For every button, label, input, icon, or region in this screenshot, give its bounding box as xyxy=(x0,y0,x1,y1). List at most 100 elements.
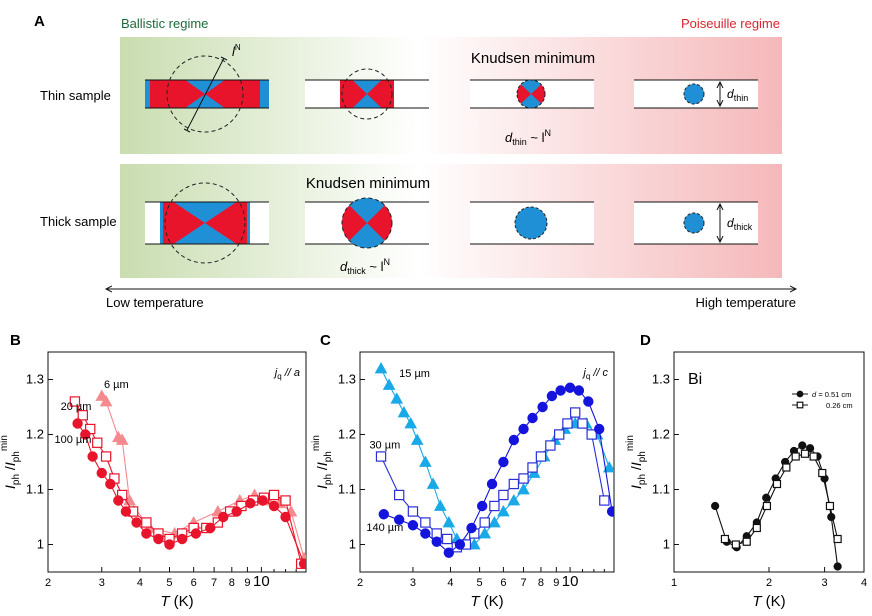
data-point xyxy=(420,517,431,528)
current-direction-annotation: jq // a xyxy=(273,367,300,381)
data-point xyxy=(752,523,761,533)
data-point xyxy=(594,423,605,435)
y-tick-label: 1 xyxy=(349,537,356,552)
data-point xyxy=(100,451,112,462)
data-point xyxy=(577,418,588,429)
data-point xyxy=(818,468,827,478)
data-point xyxy=(498,489,509,501)
data-point xyxy=(441,533,453,545)
plot-area xyxy=(374,361,614,558)
y-tick-label: 1.1 xyxy=(26,482,44,497)
y-tick-label: 1.3 xyxy=(26,372,44,387)
data-point xyxy=(407,506,419,517)
data-point xyxy=(545,440,556,451)
data-point xyxy=(433,499,447,511)
data-point xyxy=(573,385,585,396)
data-point xyxy=(711,501,720,511)
data-point xyxy=(141,528,152,539)
data-point xyxy=(518,473,529,484)
thick-mfp-circle-4: dthick xyxy=(683,204,753,242)
y-axis-label: Iph /Iphmin xyxy=(0,435,22,489)
data-point xyxy=(80,429,91,440)
x-axis-label: T (K) xyxy=(160,593,193,610)
data-point xyxy=(762,501,772,511)
series-6-m xyxy=(95,389,306,564)
x-tick-label: 8 xyxy=(229,577,235,589)
data-point xyxy=(96,467,107,479)
data-point xyxy=(486,478,498,490)
x-tick-label: 3 xyxy=(99,577,105,589)
data-point xyxy=(602,460,614,473)
data-point xyxy=(467,537,481,550)
x-tick-label: 2 xyxy=(766,577,772,589)
data-point xyxy=(809,452,818,461)
data-point xyxy=(77,410,88,421)
data-point xyxy=(508,434,520,446)
thick-mfp-circle-2 xyxy=(341,197,393,249)
panel-letter-a: A xyxy=(34,13,45,30)
legend-marker xyxy=(796,390,804,398)
series-line xyxy=(101,395,305,559)
data-point xyxy=(257,495,268,506)
data-point xyxy=(410,433,424,445)
data-point xyxy=(583,396,594,407)
ballistic-regime-label: Ballistic regime xyxy=(121,16,208,31)
data-point xyxy=(833,562,842,571)
data-point xyxy=(231,506,242,517)
data-point xyxy=(497,504,510,517)
series-0-26-cm xyxy=(720,449,842,549)
data-point xyxy=(407,520,419,531)
data-point xyxy=(105,478,116,490)
data-point xyxy=(390,392,404,404)
x-tick-label: 5 xyxy=(166,577,172,589)
thick-mfp-circle-3 xyxy=(514,206,548,240)
x-tick-label: 6 xyxy=(500,577,506,589)
data-point xyxy=(393,489,405,501)
data-point xyxy=(382,378,396,390)
poiseuille-regime-label: Poiseuille regime xyxy=(681,16,780,31)
y-tick-label: 1.2 xyxy=(338,427,356,442)
series-100-m xyxy=(72,418,306,569)
x-tick-label: 9 xyxy=(244,577,250,589)
x-axis-label: T (K) xyxy=(470,593,503,610)
series-0-51-cm xyxy=(711,441,842,571)
data-point xyxy=(798,441,807,450)
data-point xyxy=(827,512,836,522)
y-tick-label: 1.2 xyxy=(26,427,44,442)
series-label: 100 µm xyxy=(54,434,91,446)
series-label: 15 µm xyxy=(399,368,430,380)
data-point xyxy=(537,401,548,413)
data-point xyxy=(518,423,529,435)
series-label: 20 µm xyxy=(61,401,92,413)
x-tick-label: 4 xyxy=(447,577,453,589)
data-point xyxy=(488,515,501,528)
x-tick-label: 2 xyxy=(45,577,51,589)
thin-mfp-circle-4: dthin xyxy=(683,82,748,106)
data-point xyxy=(404,416,418,429)
thin-mfp-circle-1: lN xyxy=(145,43,269,133)
x-tick-label: 10 xyxy=(253,573,270,590)
data-point xyxy=(69,396,81,407)
data-point xyxy=(564,382,576,393)
data-point xyxy=(87,451,98,462)
data-point xyxy=(268,500,280,512)
legend-label: 0.26 cm xyxy=(826,401,853,410)
data-point xyxy=(479,517,490,528)
data-point xyxy=(280,495,291,506)
low-temperature-label: Low temperature xyxy=(106,295,204,310)
d-thin-label: dthin xyxy=(727,87,748,103)
data-point xyxy=(791,452,800,461)
data-point xyxy=(374,361,388,374)
mfp-label: lN xyxy=(232,43,241,59)
legend-label: d = 0.51 cm xyxy=(812,390,851,399)
data-point xyxy=(800,449,810,458)
data-point xyxy=(280,511,291,523)
data-point xyxy=(562,418,573,429)
data-point xyxy=(742,537,751,546)
thin-condition: dthin ~ lN xyxy=(505,128,551,147)
high-temperature-label: High temperature xyxy=(696,295,796,310)
data-point xyxy=(120,506,132,517)
x-tick-label: 1 xyxy=(671,577,677,589)
